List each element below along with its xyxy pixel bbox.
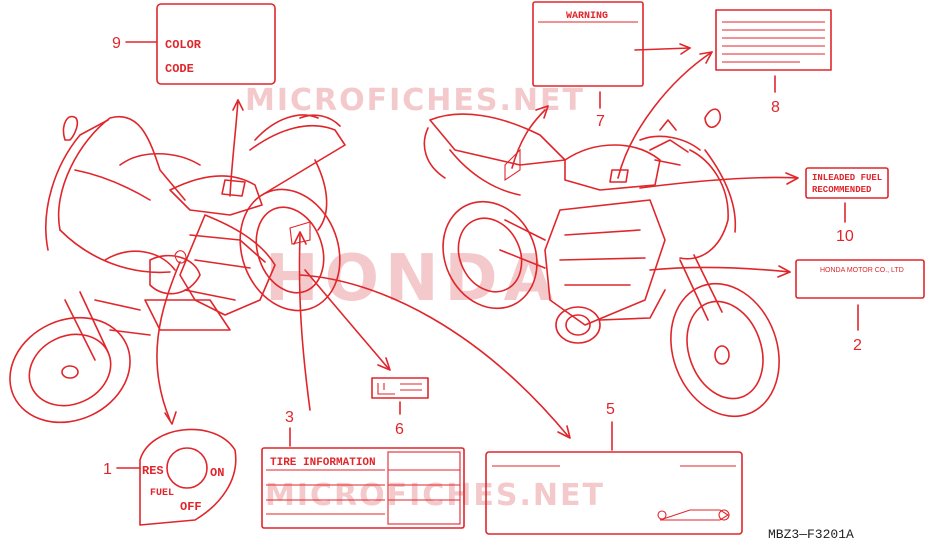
leader-3 bbox=[298, 234, 311, 411]
watermark-top: MICROFICHES.NET bbox=[245, 83, 585, 118]
leader-8 bbox=[617, 51, 713, 179]
callout-number-7: 7 bbox=[596, 113, 605, 130]
diagram-code: MBZ3—F3201A bbox=[768, 527, 854, 541]
label-7-warning: WARNING bbox=[532, 1, 644, 87]
label-1-off: OFF bbox=[180, 500, 202, 514]
motorcycle-right-view bbox=[423, 108, 780, 418]
label-10-line-1: INLEADED FUEL bbox=[812, 173, 882, 183]
label-8 bbox=[715, 9, 832, 71]
watermark-center: HONDA bbox=[265, 242, 559, 316]
label-7-title: WARNING bbox=[566, 11, 608, 22]
label-3-tire-information: TIRE INFORMATION bbox=[261, 447, 465, 529]
label-10-line-2: RECOMMENDED bbox=[812, 185, 872, 195]
callout-number-1: 1 bbox=[103, 461, 112, 478]
leader-10 bbox=[639, 176, 797, 189]
label-1-fuel: FUEL bbox=[150, 488, 174, 499]
callout-number-2: 2 bbox=[853, 337, 862, 354]
motorcycle-left-view bbox=[9, 114, 346, 424]
callout-number-3: 3 bbox=[285, 409, 294, 426]
label-2-text: HONDA MOTOR CO., LTD bbox=[820, 267, 904, 274]
callout-number-6: 6 bbox=[395, 421, 404, 438]
label-9-line-2: CODE bbox=[165, 62, 194, 76]
label-1-on: ON bbox=[210, 466, 224, 480]
label-9-line-1: COLOR bbox=[165, 38, 202, 52]
leader-9 bbox=[229, 99, 239, 197]
label-9-color-code: COLOR CODE bbox=[156, 3, 276, 85]
label-2-honda-motor: HONDA MOTOR CO., LTD bbox=[795, 259, 925, 299]
label-1-res: RES bbox=[142, 464, 164, 478]
callout-number-8: 8 bbox=[771, 99, 780, 116]
label-1-fuel-valve: RES ON FUEL OFF bbox=[139, 428, 237, 526]
leader-7 bbox=[511, 109, 546, 169]
watermark-bottom: MICROFICHES.NET bbox=[265, 478, 605, 513]
callout-number-10: 10 bbox=[836, 228, 854, 245]
label-10-unleaded-fuel: INLEADED FUEL RECOMMENDED bbox=[805, 167, 889, 199]
leader-5 bbox=[299, 274, 569, 437]
label-6 bbox=[371, 377, 429, 399]
label-5 bbox=[485, 451, 743, 535]
callout-number-5: 5 bbox=[606, 401, 615, 418]
label-3-title: TIRE INFORMATION bbox=[270, 457, 376, 469]
leader-2 bbox=[649, 266, 791, 273]
leader-6 bbox=[304, 269, 389, 369]
leader-1 bbox=[156, 261, 181, 421]
callout-number-9: 9 bbox=[112, 35, 121, 52]
